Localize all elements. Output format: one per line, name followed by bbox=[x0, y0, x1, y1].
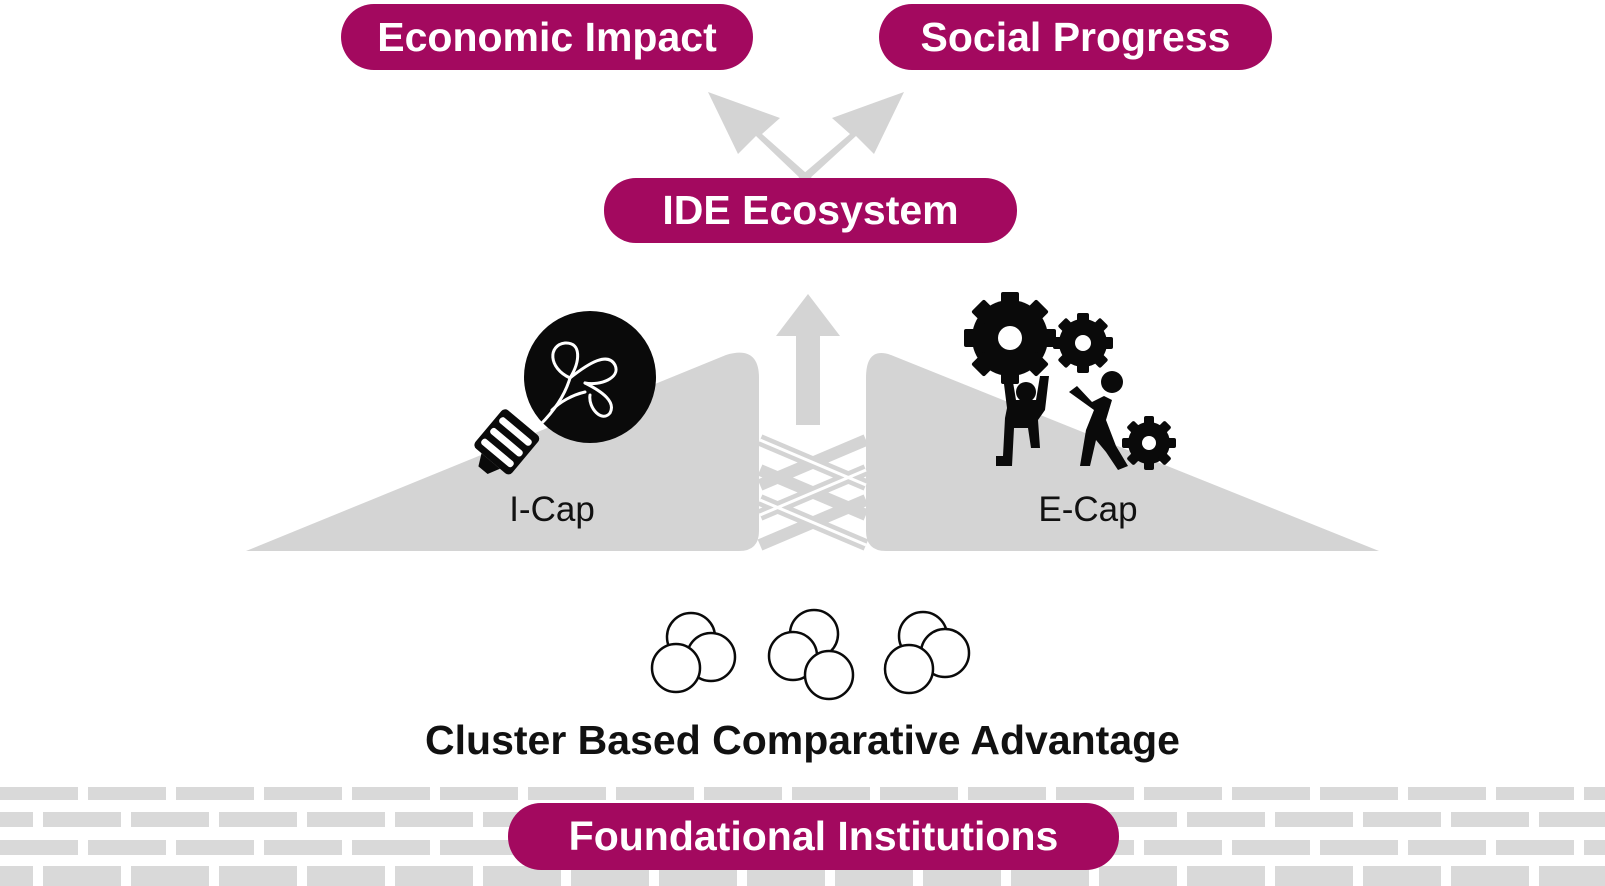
brick bbox=[176, 787, 254, 800]
brick bbox=[1584, 840, 1605, 855]
cluster-group-3 bbox=[883, 610, 971, 695]
brick bbox=[1232, 840, 1310, 855]
brick bbox=[1320, 787, 1398, 800]
brick bbox=[1275, 866, 1353, 886]
brick bbox=[1187, 812, 1265, 827]
brick bbox=[835, 866, 913, 886]
cluster-group-1 bbox=[650, 611, 737, 694]
e-cap-label: E-Cap bbox=[1038, 490, 1138, 529]
brick bbox=[13, 840, 20, 855]
economic-impact-pill: Economic Impact bbox=[341, 4, 753, 70]
brick bbox=[440, 787, 518, 800]
person-lifting bbox=[996, 376, 1049, 466]
brick bbox=[1539, 812, 1605, 827]
arrow-to-ide-ecosystem bbox=[776, 294, 840, 425]
brick bbox=[792, 787, 870, 800]
brick bbox=[43, 812, 121, 827]
brick bbox=[352, 840, 430, 855]
brick bbox=[1232, 787, 1310, 800]
outcome-arrows bbox=[708, 92, 904, 180]
brick bbox=[1408, 787, 1486, 800]
ide-ecosystem-pill: IDE Ecosystem bbox=[604, 178, 1017, 243]
brick bbox=[1363, 866, 1441, 886]
brick bbox=[1144, 840, 1222, 855]
overlapping-circles-icon bbox=[650, 608, 971, 701]
people-gears-icon bbox=[964, 292, 1176, 470]
brick bbox=[1363, 812, 1441, 827]
brick bbox=[1408, 840, 1486, 855]
brick bbox=[0, 787, 78, 800]
cluster-group-2 bbox=[767, 608, 855, 701]
cluster-advantage-title: Cluster Based Comparative Advantage bbox=[425, 717, 1180, 763]
brick bbox=[0, 840, 78, 855]
social-progress-pill: Social Progress bbox=[879, 4, 1272, 70]
brick bbox=[131, 866, 209, 886]
brick bbox=[1584, 787, 1605, 800]
brick bbox=[264, 840, 342, 855]
brick bbox=[0, 812, 33, 827]
brick bbox=[1144, 787, 1222, 800]
brick bbox=[1539, 866, 1605, 886]
brick bbox=[571, 866, 649, 886]
brick bbox=[395, 866, 473, 886]
brick bbox=[395, 812, 473, 827]
brick bbox=[1275, 812, 1353, 827]
brick bbox=[483, 866, 561, 886]
brick bbox=[352, 787, 430, 800]
brick bbox=[880, 787, 958, 800]
brick bbox=[307, 812, 385, 827]
brick bbox=[1099, 866, 1177, 886]
foundational-institutions-pill: Foundational Institutions bbox=[508, 803, 1119, 870]
brick bbox=[219, 866, 297, 886]
person-pushing bbox=[1069, 371, 1128, 470]
brick bbox=[1011, 866, 1089, 886]
brick bbox=[1496, 840, 1574, 855]
brick bbox=[1187, 866, 1265, 886]
brick bbox=[176, 840, 254, 855]
brick bbox=[968, 787, 1046, 800]
brick-wall bbox=[0, 787, 1605, 886]
brick bbox=[13, 787, 20, 800]
medium-gear bbox=[1053, 313, 1113, 373]
brick bbox=[1451, 812, 1529, 827]
brick bbox=[440, 840, 518, 855]
brick bbox=[704, 787, 782, 800]
brick bbox=[307, 866, 385, 886]
brick bbox=[1099, 812, 1177, 827]
brick bbox=[88, 840, 166, 855]
brick bbox=[0, 866, 33, 886]
e-cap-mountain bbox=[866, 353, 1379, 551]
brick bbox=[219, 812, 297, 827]
small-gear bbox=[1122, 416, 1176, 470]
brick bbox=[1056, 787, 1134, 800]
brick bbox=[747, 866, 825, 886]
brick bbox=[659, 866, 737, 886]
weave-gaps bbox=[759, 438, 867, 547]
brick bbox=[1320, 840, 1398, 855]
brick bbox=[1496, 787, 1574, 800]
brick bbox=[131, 812, 209, 827]
arrow-to-economic-impact bbox=[708, 92, 814, 180]
lightbulb-icon bbox=[474, 311, 656, 475]
brick bbox=[528, 787, 606, 800]
large-gear bbox=[964, 292, 1056, 384]
arrow-to-social-progress bbox=[796, 92, 904, 180]
i-cap-label: I-Cap bbox=[509, 490, 595, 529]
brick bbox=[1451, 866, 1529, 886]
brick bbox=[616, 787, 694, 800]
brick bbox=[88, 787, 166, 800]
brick bbox=[43, 866, 121, 886]
brick bbox=[264, 787, 342, 800]
brick bbox=[923, 866, 1001, 886]
